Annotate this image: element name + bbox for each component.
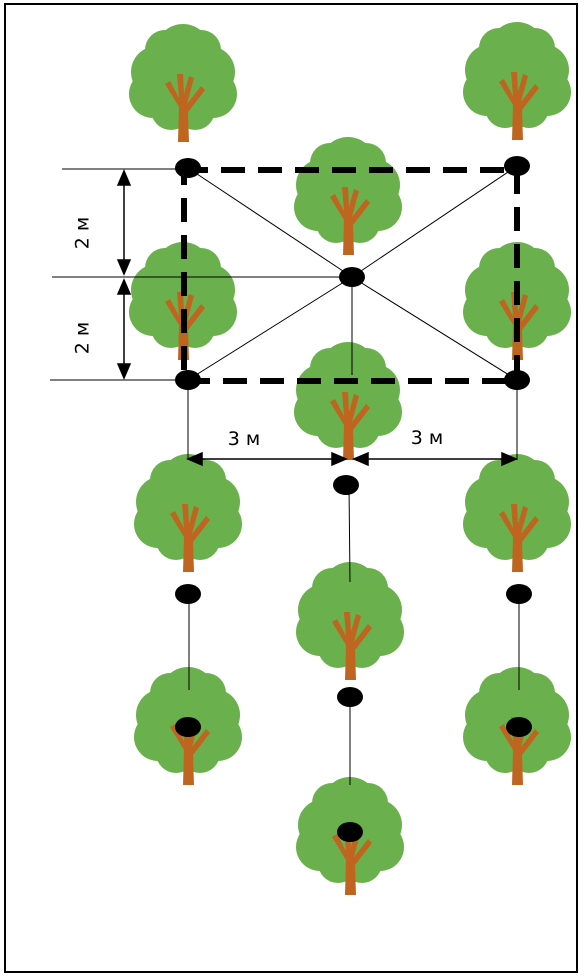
planting-point [175,717,201,737]
planting-point [506,584,532,604]
planting-point [175,584,201,604]
diagonal-line [351,165,518,278]
tree-icon [129,242,237,360]
planting-point [504,156,530,176]
planting-point [504,370,530,390]
planting-point [333,475,359,495]
dimension-label-top: 2 м [72,217,94,249]
planting-point [175,370,201,390]
tree-icon [134,454,242,572]
dimension-label-left: 3 м [228,428,260,450]
dimension-label-right: 3 м [411,427,443,449]
planting-point [337,822,363,842]
planting-point [175,158,201,178]
diagonal-line [187,276,353,381]
tree-icon [463,454,571,572]
horizontal-dimension-arrows [186,451,518,467]
tree-icon [294,137,402,255]
diagonal-line [351,276,518,381]
connection-lines [50,165,520,785]
column-line [348,484,351,583]
dimension-label-bottom: 2 м [72,322,94,354]
planting-point [339,267,365,287]
diagonal-line [187,167,353,278]
planting-point [506,717,532,737]
vertical-dimension-arrows [116,169,132,380]
tree-icon [129,24,237,142]
tree-icon [294,342,402,460]
planting-points [175,156,532,842]
dashed-rectangle [181,167,520,384]
tree-icon [463,22,571,140]
planting-point [337,687,363,707]
